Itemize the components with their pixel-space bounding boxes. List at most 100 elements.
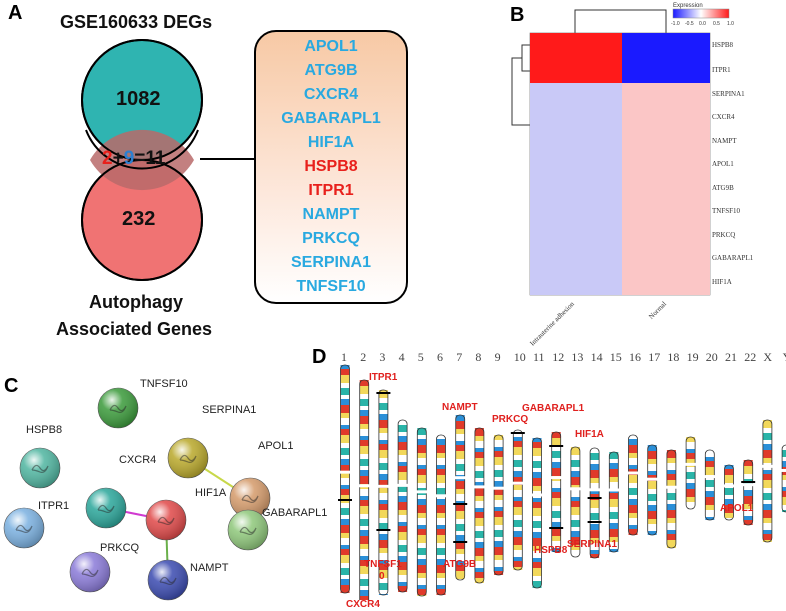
chromosome-number: 16 [629,350,641,364]
heatmap-cell [530,33,622,58]
chromosome-4 [397,419,409,593]
heatmap-cell [622,83,710,107]
heatmap-cell [622,130,710,154]
chromosome-7 [454,414,466,581]
venn-overlap-count: 2+9=11 [102,148,166,169]
chromosome-number: 19 [686,350,699,364]
ppi-node-hspb8[interactable] [19,447,61,489]
column-dendrogram [574,9,667,33]
heatmap-cell [622,153,710,177]
chromosome-5 [416,427,428,597]
heatmap-cell [530,58,622,83]
ppi-node-label: PRKCQ [100,542,140,554]
chromosome-number: 5 [417,350,424,364]
ppi-node-serpina1[interactable] [167,437,209,479]
chromosome-18 [665,449,677,549]
chromosomes [338,364,786,600]
ppi-node-prkcq[interactable] [69,551,111,593]
ppi-node-apol1[interactable] [229,477,271,519]
heatmap-cell [622,247,710,271]
ppi-node-itpr1[interactable] [3,507,45,549]
heatmap-cell [530,200,622,224]
chromosome-number: 7 [456,350,463,364]
venn-top-title: GSE160633 DEGs [60,12,213,32]
chromosome-number: 12 [552,350,565,364]
heatmap-row-label: HIF1A [712,278,732,286]
chromosome-1 [339,364,351,594]
ideogram-gene-label: SERPINA1 [567,539,618,550]
heatmap-row-label: GABARAPL1 [712,254,754,263]
ppi-node-cxcr4[interactable] [85,487,127,529]
chromosome-number: 1 [341,350,347,364]
heatmap-row-label: ATG9B [712,183,734,192]
chromosome-number: 14 [590,350,603,364]
heatmap-cell [530,224,622,248]
gene-list-item: APOL1 [304,38,358,55]
ideogram-gene-label: ITPR1 [369,372,398,383]
legend-tick: -0.5 [685,21,694,27]
ppi-node-nampt[interactable] [147,559,189,601]
heatmap-row-label: SERPINA1 [712,89,745,98]
gene-list-item: GABARAPL1 [281,110,381,127]
ideogram-gene-label: HSPB8 [534,545,568,556]
heatmap-cell [530,83,622,107]
heatmap-cell [622,58,710,83]
ppi-network [3,387,271,601]
chromosome-9 [493,434,505,576]
chromosome-number: 8 [475,350,482,364]
chromosome-number: 18 [667,350,680,364]
gene-list-item: SERPINA1 [290,254,372,271]
heatmap-row-label: APOL1 [712,160,734,169]
ppi-node-label: HIF1A [195,487,227,499]
row-dendrogram [511,44,530,126]
chromosome-number: 21 [725,350,737,364]
heatmap-row-label: HSPB8 [712,40,734,49]
chromosome-ideogram [338,364,786,600]
heatmap-col-label: Normal [646,300,668,321]
chromosome-number: 22 [744,350,757,364]
ppi-node-tnfsf10[interactable] [97,387,139,429]
ppi-node-label: ITPR1 [38,500,70,512]
chromosome-number: 10 [513,350,526,364]
heatmap-row-label: ITPR1 [712,65,731,74]
chromosome-number: 15 [609,350,622,364]
chromosome-3 [377,389,389,596]
ppi-node-label: APOL1 [258,440,294,452]
heatmap-cell [530,130,622,154]
gene-list-item: HIF1A [307,134,355,151]
chromosome-17 [646,444,658,536]
ideogram-gene-label: 0 [379,571,385,582]
heatmap-cell [530,153,622,177]
chromosome-number: 3 [379,350,386,364]
ppi-node-label: CXCR4 [119,454,157,466]
gene-list-item: ATG9B [304,62,358,79]
ideogram-gene-label: APOL1 [720,503,754,514]
gene-list-item: ITPR1 [308,182,354,199]
heatmap-cell [622,106,710,130]
chromosome-19 [685,436,697,510]
gene-list-item: HSPB8 [304,158,358,175]
ideogram-gene-label: ATG9B [443,559,477,570]
legend-tick: -1.0 [671,21,680,27]
chromosome-6 [435,434,447,596]
ideogram-gene-label: NAMPT [442,402,478,413]
panel-b-letter: B [510,4,525,26]
heatmap-cell [530,177,622,201]
legend-tick: 1.0 [727,21,734,27]
heatmap-col-label: Intrauterine adhesion [528,300,576,348]
ppi-node-hif1a[interactable] [145,499,187,541]
chromosome-number: 6 [437,350,443,364]
venn-count-degs: 1082 [116,88,161,110]
ideogram-gene-label: HIF1A [575,429,604,440]
chromosome-number: 11 [533,350,545,364]
ppi-node-gabarapl1[interactable] [227,509,269,551]
ppi-node-label: TNFSF10 [140,378,188,390]
heatmap-cell [622,200,710,224]
legend-tick: 0.5 [713,21,720,27]
chromosome-number: 4 [398,350,405,364]
panel-c-letter: C [4,375,19,397]
ppi-node-label: GABARAPL1 [262,507,328,519]
heatmap-cell [622,271,710,295]
